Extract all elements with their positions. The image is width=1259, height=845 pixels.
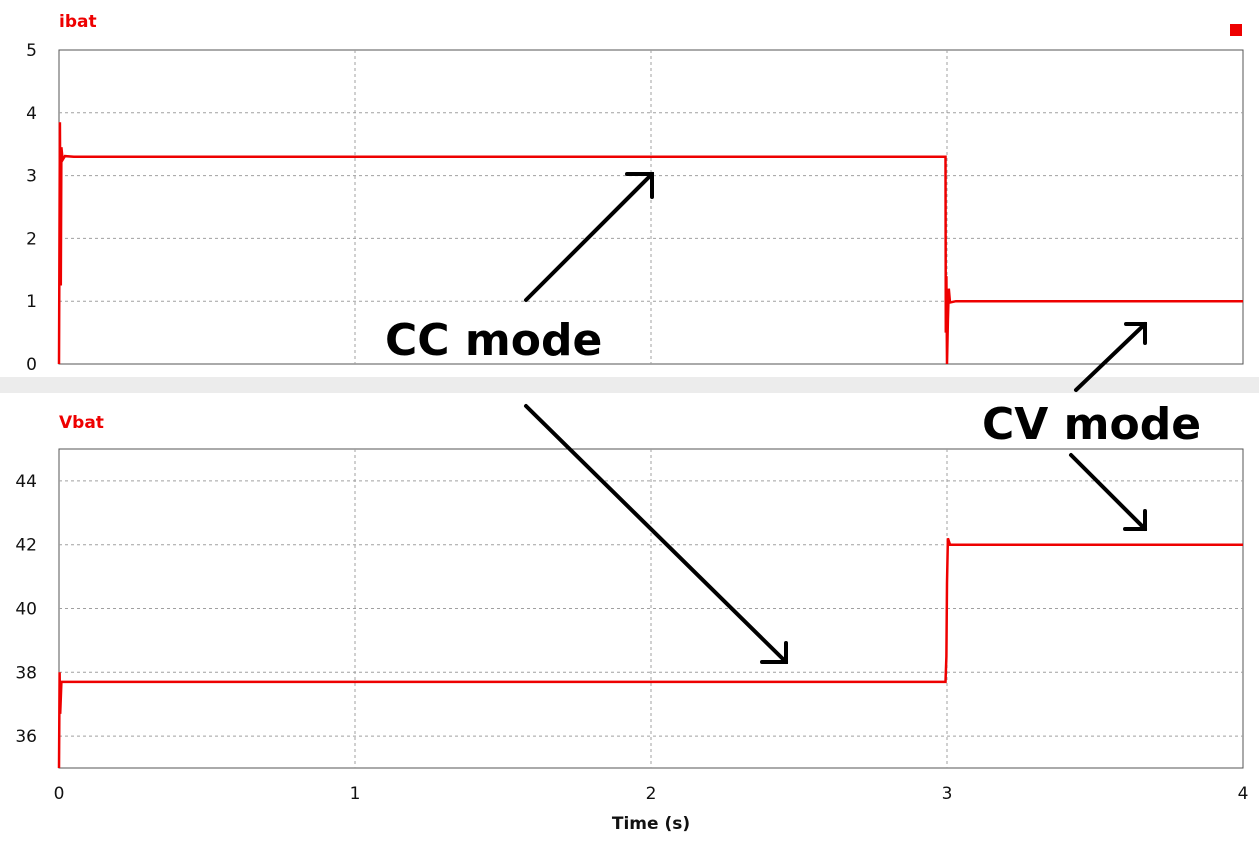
x-tick-label: 0 [54, 784, 65, 804]
vbat-title: Vbat [59, 413, 104, 433]
ibat-y-tick-label: 4 [26, 104, 37, 124]
ibat-series-group [57, 122, 1243, 365]
vbat-y-tick-labels: 36 38 40 42 44 [15, 472, 37, 747]
ibat-title: ibat [59, 12, 97, 32]
legend-marker [1230, 24, 1242, 36]
ibat-y-tick-label: 5 [26, 41, 37, 61]
ibat-panel: 0 1 2 3 4 5 ibat [26, 12, 1244, 375]
ibat-y-tick-labels: 0 1 2 3 4 5 [26, 41, 37, 375]
ibat-y-tick-label: 1 [26, 292, 37, 312]
ibat-y-tick-label: 2 [26, 229, 37, 249]
x-tick-labels: 0 1 2 3 4 [54, 784, 1249, 804]
cv-arrow-to-voltage [1069, 453, 1147, 531]
ibat-y-tick-label: 0 [26, 355, 37, 375]
vbat-y-tick-label: 40 [15, 600, 37, 620]
vbat-y-tick-label: 38 [15, 663, 37, 683]
vbat-series-group [57, 537, 1243, 769]
cc-arrow-to-current [524, 172, 654, 302]
vbat-y-tick-label: 36 [15, 727, 37, 747]
cc-arrow-to-voltage [524, 404, 788, 664]
cv-mode-label: CV mode [982, 399, 1201, 450]
vbat-y-tick-label: 44 [15, 472, 37, 492]
cv-arrow-to-current [1074, 322, 1147, 392]
x-tick-label: 3 [942, 784, 953, 804]
x-axis-label: Time (s) [612, 814, 690, 834]
x-tick-label: 2 [646, 784, 657, 804]
ibat-y-tick-label: 3 [26, 167, 37, 187]
x-tick-label: 4 [1238, 784, 1249, 804]
panel-separator [0, 377, 1259, 393]
annotations: CC mode CV mode [385, 172, 1201, 664]
cc-mode-label: CC mode [385, 315, 602, 366]
vbat-panel: 36 38 40 42 44 0 1 2 3 4 Vbat Time (s) [15, 413, 1248, 834]
vbat-y-tick-label: 42 [15, 536, 37, 556]
vbat-series-line [57, 537, 1243, 769]
x-tick-label: 1 [350, 784, 361, 804]
ibat-series-line [57, 122, 1243, 365]
